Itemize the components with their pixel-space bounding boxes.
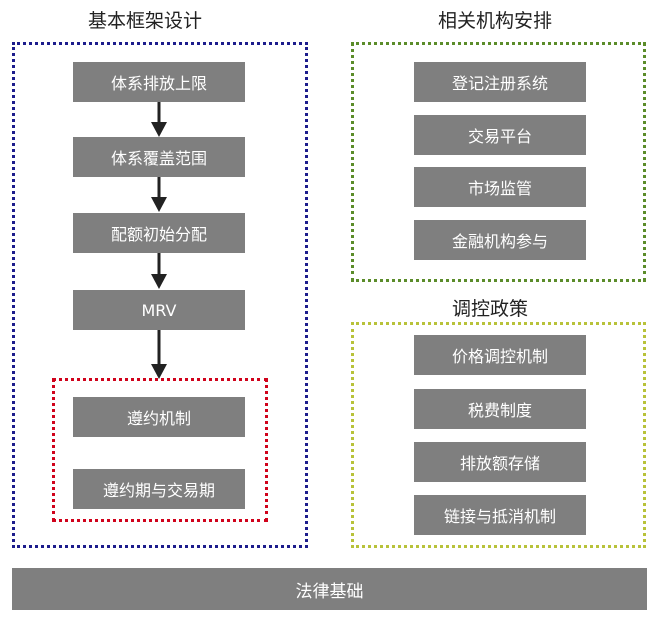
step-box: MRV bbox=[73, 290, 245, 330]
left-panel-title: 基本框架设计 bbox=[88, 10, 203, 32]
right-top-panel bbox=[351, 42, 646, 282]
institution-box: 金融机构参与 bbox=[414, 220, 586, 260]
policy-box: 链接与抵消机制 bbox=[414, 495, 586, 535]
institution-box: 市场监管 bbox=[414, 167, 586, 207]
institution-box: 登记注册系统 bbox=[414, 62, 586, 102]
right-top-panel-title: 相关机构安排 bbox=[438, 10, 553, 32]
policy-box: 税费制度 bbox=[414, 389, 586, 429]
flow-arrow bbox=[151, 330, 167, 379]
right-bottom-panel bbox=[351, 322, 646, 548]
compliance-box: 遵约期与交易期 bbox=[73, 469, 245, 509]
policy-box: 价格调控机制 bbox=[414, 335, 586, 375]
institution-box: 交易平台 bbox=[414, 115, 586, 155]
step-box: 配额初始分配 bbox=[73, 213, 245, 253]
flow-arrow bbox=[151, 102, 167, 137]
flow-arrow bbox=[151, 253, 167, 289]
step-box: 体系排放上限 bbox=[73, 62, 245, 102]
left-panel bbox=[12, 42, 308, 548]
flow-arrow bbox=[151, 177, 167, 212]
compliance-box: 遵约机制 bbox=[73, 397, 245, 437]
step-box: 体系覆盖范围 bbox=[73, 137, 245, 177]
policy-box: 排放额存储 bbox=[414, 442, 586, 482]
legal-foundation-bar: 法律基础 bbox=[12, 568, 647, 610]
right-bottom-panel-title: 调控政策 bbox=[452, 298, 529, 320]
compliance-panel bbox=[52, 378, 268, 522]
